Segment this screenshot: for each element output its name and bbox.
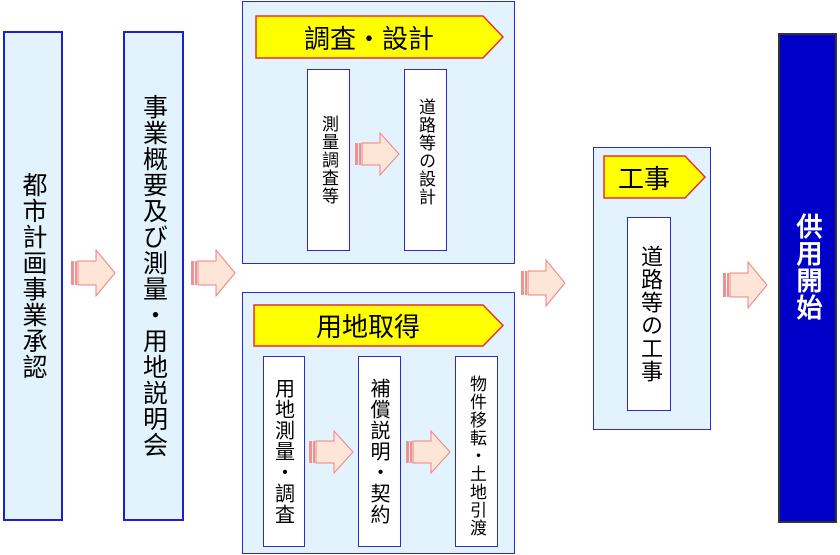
banner-land-acquisition: 用地取得 [253,304,505,347]
substep-road-design: 道路等の設計 [404,69,447,251]
substep-compensation-contract-label: 補償説明・契約 [367,378,391,525]
flow-arrow-icon [190,249,236,297]
substep-road-construction-label: 道路等の工事 [637,245,662,383]
flow-arrow-icon [354,132,400,176]
substep-land-survey-label: 用地測量・調査 [271,378,296,525]
flow-arrow-icon [520,259,566,307]
substep-compensation-contract: 補償説明・契約 [358,356,401,547]
step-project-briefing-label: 事業概要及び測量・用地説明会 [139,94,169,458]
banner-land-acquisition-title: 用地取得 [315,313,420,343]
substep-survey-label: 測量調査等 [318,115,338,205]
flow-arrow-icon [405,430,451,474]
banner-construction: 工事 [603,155,707,199]
banner-construction-title: 工事 [617,164,670,195]
banner-survey-design-title: 調査・設計 [303,24,434,55]
banner-survey-design: 調査・設計 [255,15,505,59]
step-city-planning-approval: 都市計画事業承認 [3,31,63,521]
substep-road-design-label: 道路等の設計 [415,98,435,206]
step-opening: 供用開始 [778,33,837,523]
step-opening-label: 供用開始 [792,213,822,321]
substep-road-construction: 道路等の工事 [627,217,671,411]
step-city-planning-approval-label: 都市計画事業承認 [19,172,48,380]
substep-relocation-handover-label: 物件移転・土地引渡 [466,375,486,537]
step-project-briefing: 事業概要及び測量・用地説明会 [123,31,184,521]
substep-relocation-handover: 物件移転・土地引渡 [455,356,498,547]
flow-arrow-icon [70,249,116,297]
substep-survey: 測量調査等 [307,69,350,251]
flow-arrow-icon [308,430,354,474]
flow-arrow-icon [722,261,768,309]
substep-land-survey: 用地測量・調査 [263,356,305,547]
